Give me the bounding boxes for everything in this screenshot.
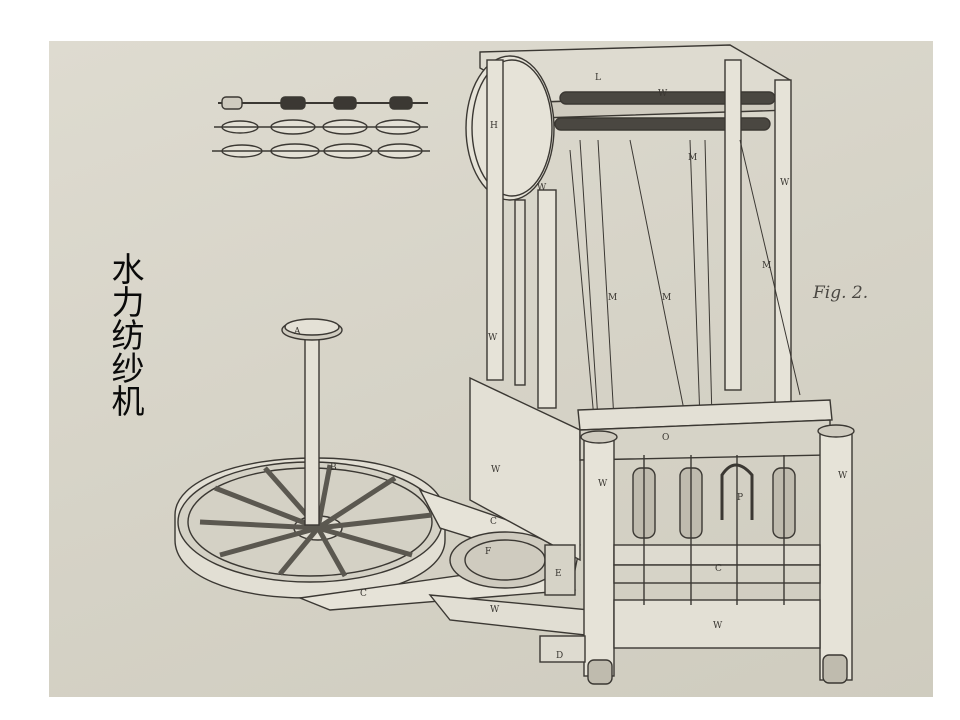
- letter-w: W: [658, 89, 668, 99]
- letter-c: C: [490, 517, 497, 527]
- letter-l: L: [595, 73, 601, 83]
- letter-w-7: W: [838, 471, 848, 481]
- letter-m: M: [608, 293, 617, 303]
- letter-w-6: W: [491, 465, 501, 475]
- letter-f: F: [485, 547, 491, 557]
- driving-wheel: [174, 318, 446, 599]
- machine-frame: [465, 44, 855, 685]
- letter-w-3: W: [537, 183, 547, 193]
- letter-m-4: M: [762, 261, 771, 271]
- engraving-letters: A B C C C D E F H L M M M M O P W W W W …: [293, 73, 848, 661]
- letter-p: P: [737, 493, 743, 503]
- letter-w-2: W: [488, 333, 498, 343]
- letter-w-9: W: [713, 621, 723, 631]
- letter-m-2: M: [662, 293, 671, 303]
- letter-m-3: M: [688, 153, 697, 163]
- letter-o: O: [662, 433, 669, 443]
- letter-d: D: [556, 651, 563, 661]
- bobbin-row-2: [214, 119, 428, 135]
- figure-caption: Fig. 2.: [813, 283, 869, 303]
- letter-w-4: W: [780, 178, 790, 188]
- letter-w-8: W: [490, 605, 500, 615]
- letter-e: E: [555, 569, 562, 579]
- letter-c-2: C: [360, 589, 367, 599]
- letter-w-5: W: [598, 479, 608, 489]
- spindle-flyers: [632, 455, 796, 605]
- letter-b: B: [330, 463, 337, 473]
- letter-a: A: [293, 327, 301, 337]
- bobbin-row-3: [212, 143, 430, 159]
- letter-c-3: C: [715, 564, 722, 574]
- letter-h: H: [490, 121, 498, 131]
- slide-title: 水力纺纱机: [106, 252, 145, 417]
- bobbin-row-1: [218, 96, 428, 110]
- bobbin-samples: [212, 96, 430, 159]
